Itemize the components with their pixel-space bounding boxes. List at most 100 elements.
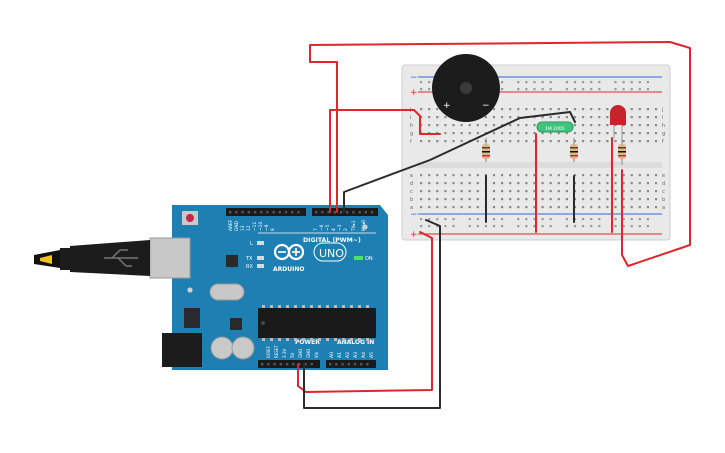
rail-hole [646,225,649,228]
terminal-hole [436,108,439,111]
terminal-hole [549,116,552,119]
terminal-hole [501,108,504,111]
terminal-hole [614,174,617,177]
terminal-hole [492,206,496,209]
chip-pin [326,305,329,308]
terminal-hole [444,124,447,127]
header-pin [304,363,307,366]
terminal-hole [590,124,593,127]
terminal-hole [565,108,568,111]
terminal-hole [646,182,649,185]
rail-hole [501,81,504,84]
row-letter: g [410,131,413,137]
row-letter: a [410,205,413,211]
small-chip [230,318,242,330]
terminal-hole [606,116,609,119]
power-header [258,360,320,368]
rail-hole [428,88,431,91]
rail-hole [630,88,633,91]
rail-hole [590,218,593,221]
terminal-hole [549,132,552,135]
header-pin [266,211,269,214]
terminal-hole [598,198,601,201]
terminal-hole [476,206,479,209]
terminal-hole [436,206,439,209]
terminal-hole [598,182,601,185]
terminal-hole [484,116,487,119]
terminal-hole [517,140,520,143]
terminal-hole [533,190,536,193]
digital-pin-label: ~9 [264,224,270,231]
terminal-hole [598,190,601,193]
chip-pin [310,305,313,308]
analog-pin-label: A5 [369,352,375,358]
terminal-hole [541,108,544,111]
photoresistor-label: 1M 2005 [545,126,565,132]
rail-hole [638,81,641,84]
chip-pin [350,305,353,308]
header-pin [329,363,332,366]
analog-header-label: ANALOG IN [337,339,374,346]
terminal-hole [468,174,471,177]
terminal-hole [509,124,512,127]
header-pin [284,211,288,214]
rail-hole [517,218,520,221]
terminal-hole [492,116,496,119]
terminal-hole [606,190,609,193]
rail-hole [468,225,471,228]
row-letter: e [410,173,413,179]
rail-hole [525,81,528,84]
terminal-hole [428,182,431,185]
terminal-hole [549,108,552,111]
rail-hole [582,81,585,84]
rail-minus-label-bottom: − [410,210,418,220]
header-pin [261,363,264,366]
terminal-hole [509,182,512,185]
terminal-hole [565,190,568,193]
chip-pins [262,305,369,341]
reset-button-cap [186,214,194,222]
terminal-hole [509,174,512,177]
wire-black-gnd [303,219,441,409]
terminal-hole [630,206,633,209]
header-pin [278,211,281,214]
terminal-hole [444,116,447,119]
rail-hole [573,88,577,91]
mount-hole-2 [362,224,368,230]
terminal-hole [565,182,568,185]
terminal-hole [452,124,455,127]
chip-pin [366,305,369,308]
terminal-hole [654,124,658,127]
terminal-hole [428,140,431,143]
terminal-hole [492,182,496,185]
terminal-hole [598,140,601,143]
terminal-hole [501,190,504,193]
header-pin [292,363,295,366]
terminal-hole [476,182,479,185]
rail-hole [501,218,504,221]
terminal-hole [638,140,641,143]
chip-pin [302,305,305,308]
terminal-hole [557,182,560,185]
power-pin-label: GND [298,349,303,358]
row-letter: j [661,107,663,113]
rail-hole [630,218,633,221]
terminal-hole [420,206,423,209]
terminal-hole [582,190,585,193]
led-body [610,105,626,125]
terminal-hole [460,174,463,177]
digital-pin-label: 7 [313,228,319,231]
terminal-hole [541,174,544,177]
terminal-hole [476,174,479,177]
header-pin [285,363,289,366]
terminal-hole [590,198,593,201]
terminal-hole [598,206,601,209]
terminal-hole [476,132,479,135]
terminal-hole [606,140,609,143]
header-pin [297,211,300,214]
terminal-hole [638,108,641,111]
terminal-hole [557,174,560,177]
rail-hole [525,225,528,228]
led-l-label: L [250,241,253,247]
terminal-hole [590,132,593,135]
